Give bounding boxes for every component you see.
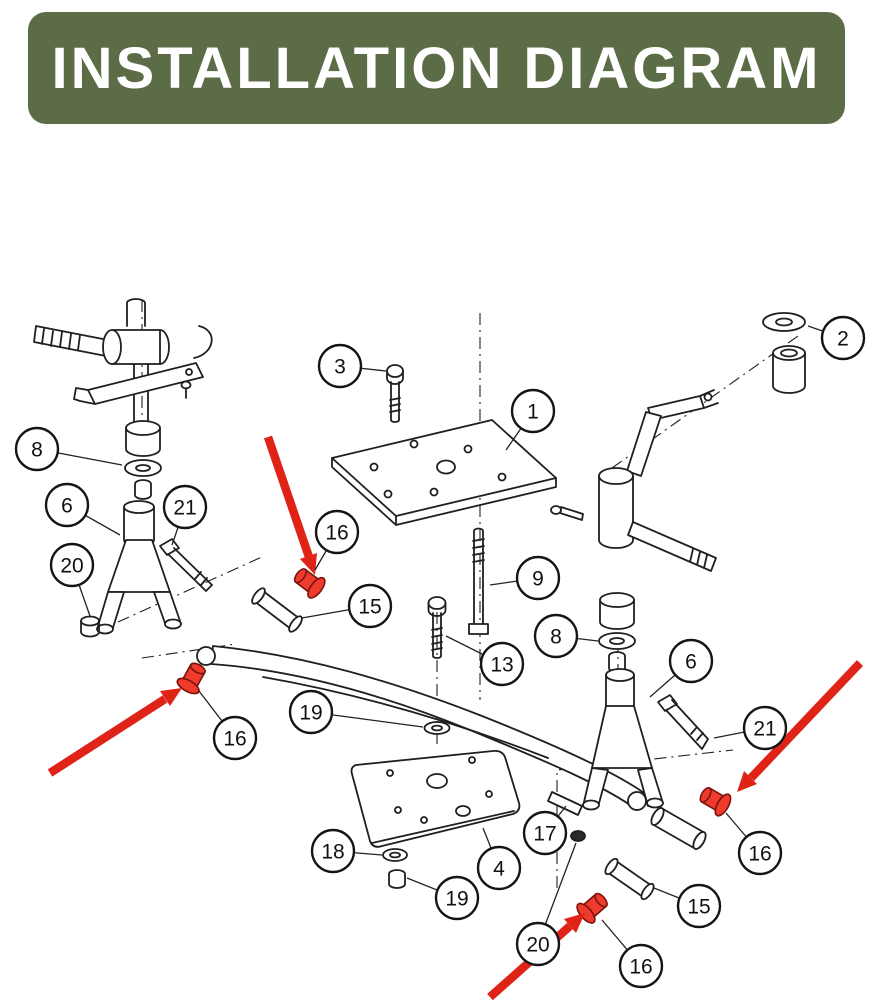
- top-plate-assembly: [331, 419, 557, 526]
- title-banner: INSTALLATION DIAGRAM: [28, 12, 845, 124]
- callout-20: [49, 542, 95, 588]
- washer-bushing-part2: [762, 312, 806, 394]
- callout-label: 16: [325, 522, 348, 545]
- callout-label: 15: [358, 596, 381, 619]
- callout-6: [668, 638, 714, 684]
- callout-label: 19: [445, 888, 468, 911]
- washer-19-upper: [423, 721, 451, 735]
- callout-19: [288, 689, 334, 735]
- bottom-plate-assembly: [350, 749, 521, 889]
- spring-clamp-17: [547, 791, 583, 816]
- highlight-arrow: [47, 688, 182, 777]
- callout-label: 20: [526, 934, 549, 957]
- callout-label: 3: [334, 356, 346, 379]
- nut-20-bottom: [570, 830, 586, 842]
- callout-9: [515, 555, 561, 601]
- callout-label: 2: [837, 328, 849, 351]
- callout-15: [347, 583, 393, 629]
- callout-17: [522, 810, 568, 856]
- callout-label: 1: [527, 401, 539, 424]
- callout-13: [479, 641, 525, 687]
- nut-20-left: [80, 615, 100, 638]
- callout-8: [533, 613, 579, 659]
- spindle-left: [96, 500, 182, 635]
- highlight-arrow: [263, 435, 317, 575]
- page-title: INSTALLATION DIAGRAM: [51, 35, 822, 101]
- callout-label: 15: [687, 896, 710, 919]
- callout-label: 18: [321, 841, 344, 864]
- leaf-spring: [196, 645, 647, 811]
- callout-label: 17: [533, 823, 556, 846]
- callout-6: [44, 482, 90, 528]
- callout-16: [212, 715, 258, 761]
- callout-label: 20: [60, 555, 83, 578]
- kingpin-assembly-left: [33, 298, 213, 500]
- callout-4: [476, 845, 522, 891]
- callout-label: 19: [299, 702, 322, 725]
- callout-label: 16: [748, 843, 771, 866]
- callout-3: [317, 343, 363, 389]
- callout-label: 16: [223, 728, 246, 751]
- bolt-9: [468, 527, 489, 635]
- sleeve-15-lower: [604, 857, 655, 901]
- shackle-cylinder: [650, 807, 707, 850]
- callout-21: [162, 484, 208, 530]
- bushing-16-upper: [289, 562, 329, 602]
- callout-label: 21: [173, 497, 196, 520]
- bolt-21-right: [657, 694, 709, 750]
- spindle-right: [582, 668, 664, 811]
- highlight-arrow: [737, 660, 864, 792]
- callout-1: [510, 388, 556, 434]
- callout-label: 8: [31, 439, 43, 462]
- callout-20: [515, 921, 561, 967]
- callouts: 1 2 3 4 6 6 8 8 9 13 15 15 16 16 16 16 17 18 19 19 20 20 21 21: [14, 315, 866, 989]
- callout-15: [676, 883, 722, 929]
- callout-label: 21: [753, 718, 776, 741]
- bolt-13: [427, 596, 447, 659]
- callout-label: 16: [629, 956, 652, 979]
- bolt-3: [386, 364, 404, 423]
- callout-label: 8: [550, 626, 562, 649]
- kingpin-assembly-right: [550, 389, 719, 673]
- callout-16: [618, 943, 664, 989]
- bolt-21-left: [159, 538, 213, 592]
- callout-label: 9: [532, 568, 544, 591]
- callout-16: [737, 830, 783, 876]
- callout-19: [434, 875, 480, 921]
- sleeve-15-upper: [251, 587, 303, 633]
- bushings-16-highlighted: [174, 562, 735, 927]
- bushing-16-right: [695, 781, 735, 819]
- callout-16: [314, 509, 360, 555]
- callout-label: 6: [61, 495, 73, 518]
- callout-8: [14, 426, 60, 472]
- callout-2: [820, 315, 866, 361]
- callout-label: 13: [490, 654, 513, 677]
- callout-label: 6: [685, 651, 697, 674]
- callout-18: [310, 828, 356, 874]
- callout-label: 4: [493, 858, 505, 881]
- callout-21: [742, 705, 788, 751]
